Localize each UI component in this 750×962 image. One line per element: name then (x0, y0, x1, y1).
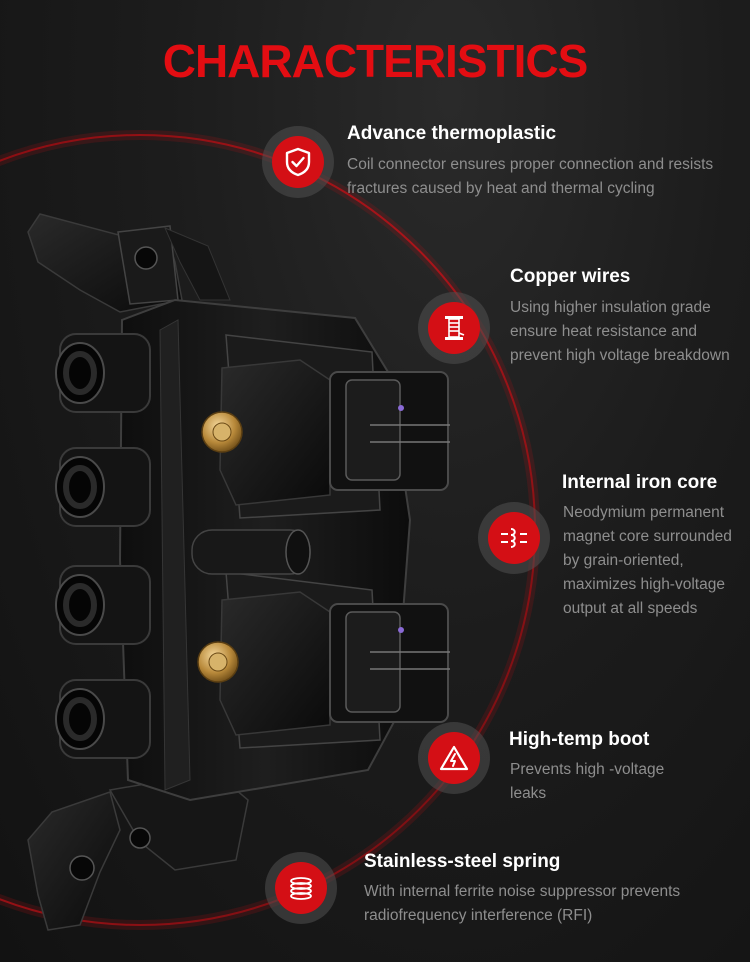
feature-title: Advance thermoplastic (347, 123, 557, 144)
feature-description: Coil connector ensures proper connection… (347, 156, 714, 197)
wire-spool-icon (445, 316, 465, 340)
feature-icon-badge (265, 852, 337, 924)
iron-core-icon (501, 528, 527, 548)
page-title: CHARACTERISTICS (162, 35, 589, 87)
feature-title: Internal iron core (562, 472, 718, 493)
shield-check-icon (285, 147, 311, 177)
feature-description: Using higher insulation grade ensure hea… (510, 299, 730, 364)
feature-icon-badge (262, 126, 334, 198)
feature-icon-badge (478, 502, 550, 574)
feature-title: Copper wires (510, 266, 631, 287)
feature-description: With internal ferrite noise suppressor p… (364, 883, 681, 924)
feature-description: Neodymium permanent magnet core surround… (563, 504, 732, 617)
feature-icon-badge (418, 722, 490, 794)
spring-icon (290, 877, 312, 900)
high-voltage-warning-icon (439, 745, 469, 771)
feature-title: High-temp boot (509, 729, 650, 750)
feature-icon-badge (418, 292, 490, 364)
feature-description: Prevents high -voltage leaks (510, 761, 665, 802)
feature-title: Stainless-steel spring (364, 851, 561, 872)
